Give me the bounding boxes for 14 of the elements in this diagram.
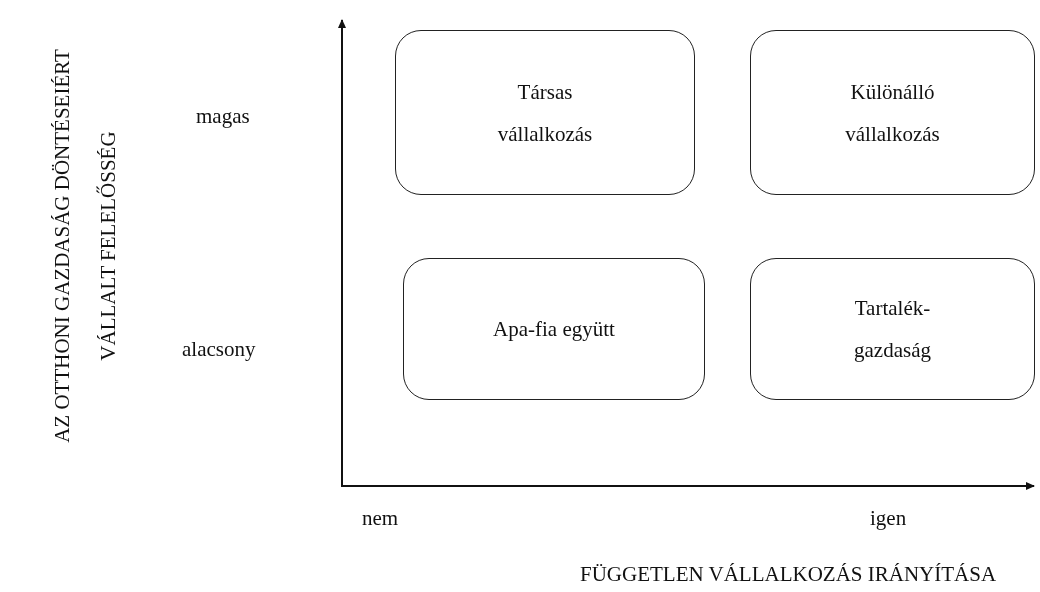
quadrant-box [395, 30, 695, 195]
x-axis-title: FÜGGETLEN VÁLLALKOZÁS IRÁNYÍTÁSA [580, 562, 997, 587]
axis-tick-label: alacsony [182, 337, 256, 362]
quadrant-label: Társas vállalkozás [496, 78, 594, 148]
quadrant-label: Apa-fia együtt [493, 316, 615, 343]
axis-tick-label: magas [196, 104, 250, 129]
quadrant-label: Tartalék-gazdaság [853, 295, 932, 364]
y-axis-title: AZ OTTHONI GAZDASÁG DÖNTÉSEIÉRT VÁLLALT FELELŐSSÉG [49, 48, 121, 445]
quadrant-label: Különálló vállalkozás [844, 78, 941, 148]
quadrant-box [750, 30, 1035, 195]
axis-tick-label: igen [870, 506, 907, 531]
quadrant-box [403, 258, 705, 400]
axis-tick-label: nem [362, 506, 399, 531]
quadrant-box [750, 258, 1035, 400]
